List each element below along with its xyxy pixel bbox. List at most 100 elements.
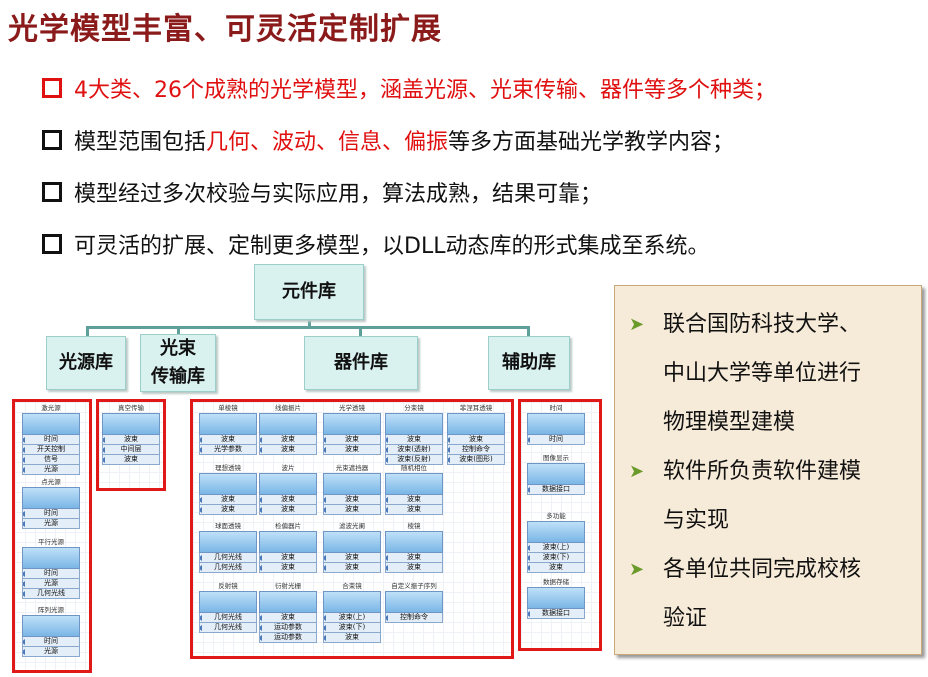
module-port: 波束: [199, 495, 257, 505]
tree-node-beam-transfer: 光束 传输库: [140, 334, 216, 392]
module-block[interactable]: 激光源时间开关控制信号光源: [22, 404, 80, 475]
module-title: 波片: [281, 464, 295, 472]
panel-line: 验证: [663, 606, 708, 631]
module-title: 光学透镜: [339, 404, 365, 412]
module-icon: [527, 587, 585, 609]
module-port: 时间: [22, 509, 80, 519]
module-icon: [22, 413, 80, 435]
module-icon: [22, 547, 80, 569]
module-title: 数据存储: [543, 578, 569, 586]
bullet-text: 等多方面基础光学教学内容；: [448, 130, 735, 155]
module-title: 检偏器片: [275, 522, 301, 530]
module-icon: [259, 591, 317, 613]
module-title: 分束镜: [404, 404, 424, 412]
module-icon: [323, 591, 381, 613]
tree-node-device: 器件库: [304, 336, 418, 390]
module-block[interactable]: 滤波光阑波束波束: [323, 522, 381, 573]
module-block[interactable]: 合束镜波束(上)波束(下)波束: [323, 582, 381, 643]
module-port: 控制命令: [385, 613, 443, 623]
module-icon: [385, 473, 443, 495]
module-port: 数据接口: [527, 609, 585, 619]
bullet-text: 可灵活的扩展、定制更多模型，以DLL动态库的形式集成至系统。: [74, 234, 710, 259]
module-port: 运动参数: [259, 633, 317, 643]
module-title: 自定义振子序列: [391, 582, 437, 590]
tree-node-aux: 辅助库: [488, 336, 570, 390]
module-port: 几何光线: [199, 563, 257, 573]
module-block[interactable]: 多功能波束(上)波束(下)波束: [527, 512, 585, 573]
module-port: 波束: [385, 505, 443, 515]
module-port: 波束: [102, 435, 160, 445]
module-title: 点光源: [41, 478, 61, 486]
module-block[interactable]: 数据存储数据接口: [527, 578, 585, 619]
tree-connector: [177, 326, 180, 338]
panel-line: 软件所负责软件建模: [663, 459, 862, 484]
module-block[interactable]: 分束镜波束波束(透射)波束(反射): [385, 404, 443, 465]
module-title: 滤波光阑: [339, 522, 365, 530]
module-icon: [22, 487, 80, 509]
module-port: 波束(下): [527, 553, 585, 563]
module-port: 波束: [323, 435, 381, 445]
module-block[interactable]: 点光源时间光源: [22, 478, 80, 529]
module-block[interactable]: 菲涅耳透镜波束控制命令波束(图形): [447, 404, 505, 465]
hollow-square-icon: [42, 182, 62, 202]
bullet-text: 模型经过多次校验与实际应用，算法成熟，结果可靠；: [74, 182, 603, 207]
module-block[interactable]: 检偏器片波束波束: [259, 522, 317, 573]
hollow-square-icon: [42, 234, 62, 254]
module-block[interactable]: 真空传输波束中间层波束: [102, 404, 160, 465]
module-icon: [385, 531, 443, 553]
panel-line: 物理模型建模: [663, 410, 796, 435]
module-icon: [199, 531, 257, 553]
panel-item: ➤ 各单位共同完成校核 验证: [629, 545, 921, 643]
module-block[interactable]: 随机相位波束波束: [385, 464, 443, 515]
aux-group: 时间时间图像显示数据接口多功能波束(上)波束(下)波束数据存储数据接口: [518, 399, 602, 651]
module-icon: [323, 413, 381, 435]
module-title: 光束遮挡器: [335, 464, 369, 472]
module-port: 波束: [323, 563, 381, 573]
module-block[interactable]: 图像显示数据接口: [527, 454, 585, 495]
module-icon: [323, 531, 381, 553]
module-block[interactable]: 阵列光源时间光源: [22, 606, 80, 657]
slide-title: 光学模型丰富、可灵活定制扩展: [8, 12, 442, 47]
module-port: 控制命令: [447, 445, 505, 455]
module-port: 波束(下): [323, 623, 381, 633]
module-block[interactable]: 球面透镜几何光线几何光线: [199, 522, 257, 573]
module-title: 时间: [549, 404, 563, 412]
module-block[interactable]: 时间时间: [527, 404, 585, 445]
beam-transfer-group: 真空传输波束中间层波束: [96, 399, 166, 491]
module-port: 光源: [22, 519, 80, 529]
module-title: 合束镜: [342, 582, 362, 590]
module-port: 几何光线: [199, 553, 257, 563]
chevron-right-icon: ➤: [629, 314, 645, 335]
module-block[interactable]: 衍射光栅波束运动参数运动参数: [259, 582, 317, 643]
module-port: 数据接口: [527, 485, 585, 495]
module-port: 波束(透射): [385, 445, 443, 455]
tree-connector: [527, 326, 530, 338]
module-block[interactable]: 棱镜波束波束: [385, 522, 443, 573]
bullet-text: 模型范围包括: [74, 130, 207, 155]
module-block[interactable]: 自定义振子序列控制命令: [385, 582, 443, 623]
module-port: 波束(上): [527, 543, 585, 553]
module-title: 反射镜: [218, 582, 238, 590]
hollow-square-icon: [42, 78, 62, 98]
module-block[interactable]: 单棱镜波束光学参数: [199, 404, 257, 455]
module-icon: [259, 531, 317, 553]
chevron-right-icon: ➤: [629, 461, 645, 482]
module-port: 开关控制: [22, 445, 80, 455]
bullet-list: 4大类、26个成熟的光学模型，涵盖光源、光束传输、器件等多个种类； 模型范围包括…: [42, 62, 776, 270]
module-title: 平行光源: [38, 538, 64, 546]
module-icon: [199, 473, 257, 495]
module-block[interactable]: 线偏振片波束波束: [259, 404, 317, 455]
module-port: 波束: [259, 435, 317, 445]
module-title: 阵列光源: [38, 606, 64, 614]
module-block[interactable]: 平行光源时间光源几何光线: [22, 538, 80, 599]
module-block[interactable]: 光束遮挡器波束波束: [323, 464, 381, 515]
module-port: 几何光线: [199, 623, 257, 633]
module-block[interactable]: 理想透镜波束波束: [199, 464, 257, 515]
module-port: 波束: [259, 445, 317, 455]
module-port: 几何光线: [199, 613, 257, 623]
module-block[interactable]: 反射镜几何光线几何光线: [199, 582, 257, 633]
module-block[interactable]: 光学透镜波束波束: [323, 404, 381, 455]
module-icon: [385, 591, 443, 613]
module-port: 波束: [323, 553, 381, 563]
module-block[interactable]: 波片波束波束: [259, 464, 317, 515]
